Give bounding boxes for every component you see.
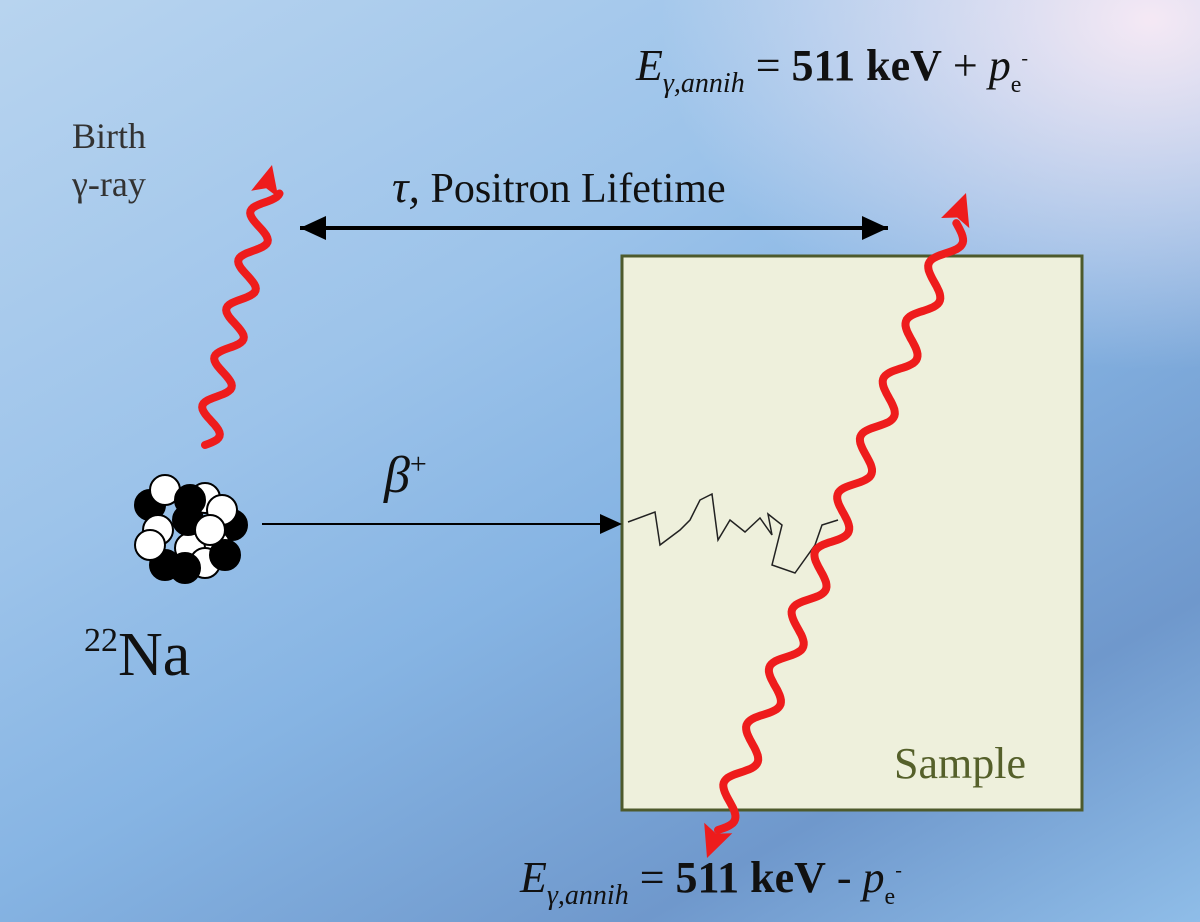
birth-gamma-ray [198, 189, 284, 449]
birth-label-line2: γ-ray [72, 164, 146, 204]
beta-arrowhead [600, 514, 622, 534]
beta-plus-label: β+ [384, 447, 427, 504]
proton-sphere [134, 529, 166, 561]
equation-top: Eγ,annih = 511 keV + pe- [636, 41, 1029, 99]
lifetime-label: τ, Positron Lifetime [392, 161, 726, 212]
equation-bottom: Eγ,annih = 511 keV - pe- [520, 853, 902, 911]
birth-gamma-label: Birth γ-ray [72, 112, 146, 208]
lifetime-arrowhead-left [300, 216, 326, 240]
neutron-sphere [169, 552, 201, 584]
proton-sphere [194, 514, 226, 546]
neutron-sphere [209, 539, 241, 571]
lifetime-arrowhead-right [862, 216, 888, 240]
annihilation-gamma-ray [714, 219, 968, 834]
birth-label-line1: Birth [72, 116, 147, 156]
sample-label: Sample [894, 739, 1026, 788]
sodium-22-nucleus [134, 474, 248, 584]
isotope-label: 22Na [84, 621, 191, 689]
annihilation-gamma-arrowhead-top [941, 193, 970, 229]
birth-gamma-arrowhead [251, 165, 279, 198]
positron-random-walk [627, 492, 839, 574]
annihilation-gamma-arrowhead-bottom [704, 822, 733, 858]
